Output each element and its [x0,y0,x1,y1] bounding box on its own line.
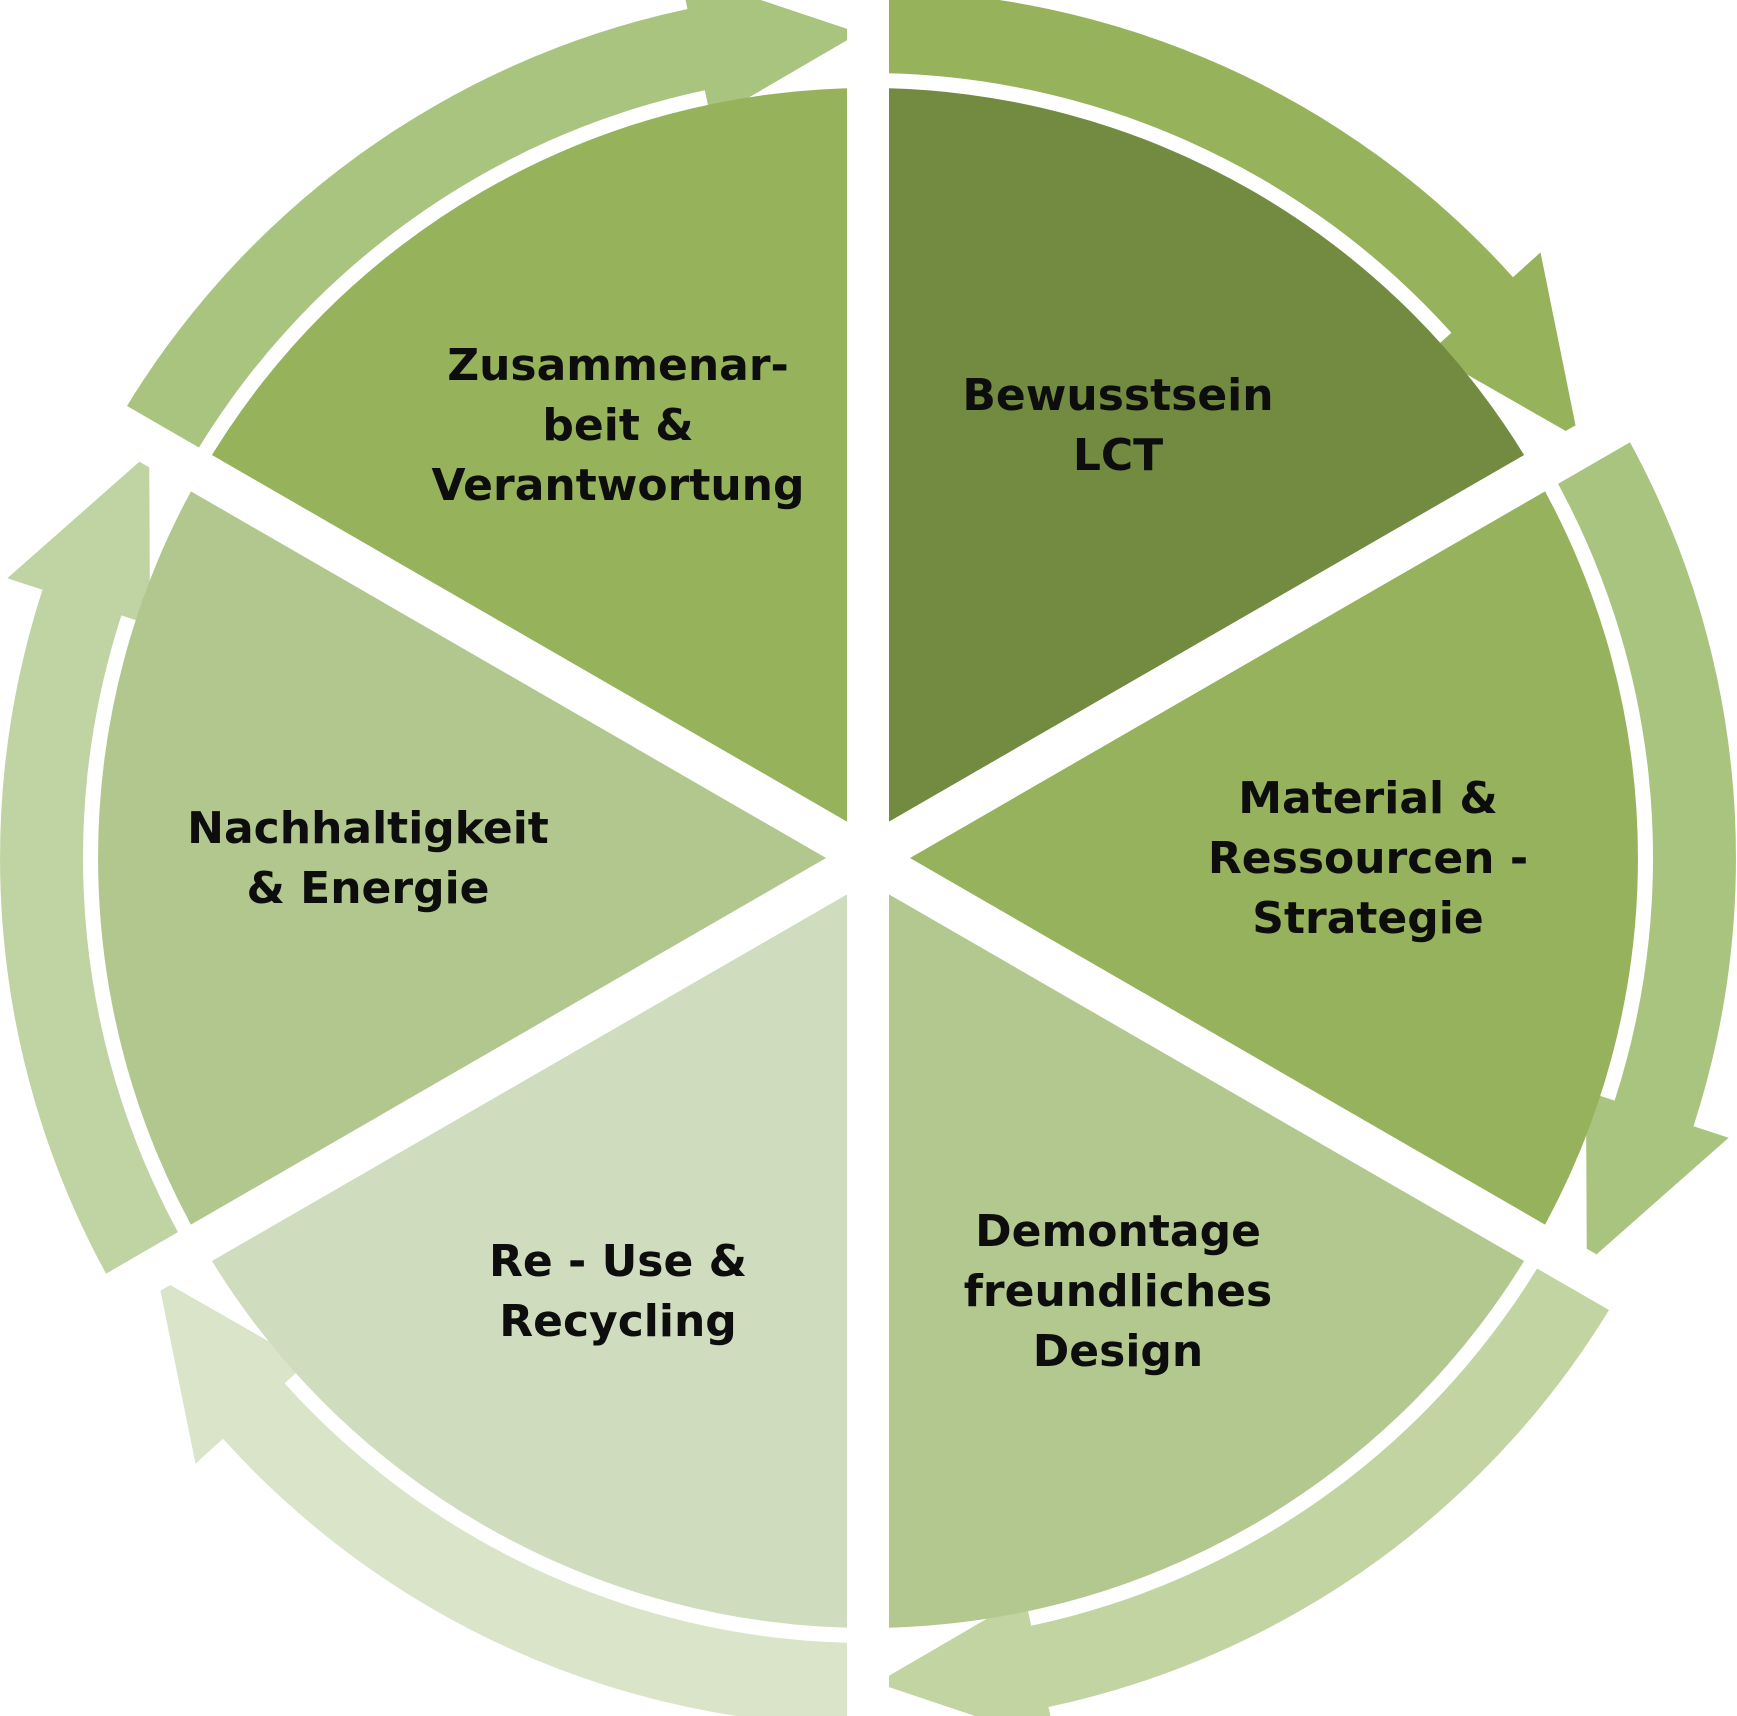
segment-label-line: Recycling [499,1296,737,1347]
segment-label-line: Strategie [1252,893,1483,944]
segment-label-material: Material & Ressourcen - Strategie [1208,773,1528,944]
segment-label-line: Verantwortung [432,460,805,511]
segment-label-line: beit & [542,400,693,451]
segment-label-line: Nachhaltigkeit [187,803,549,854]
arrow-band-zusammenarbeit [116,0,860,466]
wedge-nachhaltigkeit [98,473,869,1243]
segment-label-line: LCT [1073,430,1163,481]
segment-label-line: Re - Use & [489,1236,747,1287]
segment-label-line: Bewusstsein [962,370,1273,421]
wedge-bewusstsein [868,88,1535,858]
arrow-band-nachhaltigkeit [0,453,189,1292]
segment-label-line: Design [1033,1326,1203,1377]
segment-label-line: Demontage [975,1206,1261,1257]
wedge-material [868,473,1638,1243]
center-hub [844,834,892,882]
segment-label-line: & Energie [246,863,489,914]
gap-line [97,400,879,877]
arrow-band-bewusstsein [868,0,1579,438]
gap-line [97,839,879,1316]
segment-label-line: Material & [1238,773,1498,824]
segment-label-line: Zusammenar- [447,340,789,391]
gap-line [857,400,1639,877]
segment-label-line: freundliches [964,1266,1272,1317]
wedge-reuse [201,858,868,1628]
segment-wedges [98,88,1638,1628]
segment-gaps [97,0,1639,1716]
segment-label-reuse: Re - Use & Recycling [489,1236,747,1347]
arrow-band-material [1547,424,1736,1263]
segment-label-zusammenarbeit: Zusammenar-beit & Verantwortung [432,340,805,511]
arrow-band-demontage [876,1250,1620,1716]
gap-line [857,839,1639,1316]
wedge-zusammenarbeit [201,88,868,858]
wedge-demontage [868,858,1535,1628]
segment-label-line: Ressourcen - [1208,833,1528,884]
segment-label-nachhaltigkeit: Nachhaltigkeit & Energie [187,803,549,914]
arrow-band-reuse [157,1278,868,1716]
